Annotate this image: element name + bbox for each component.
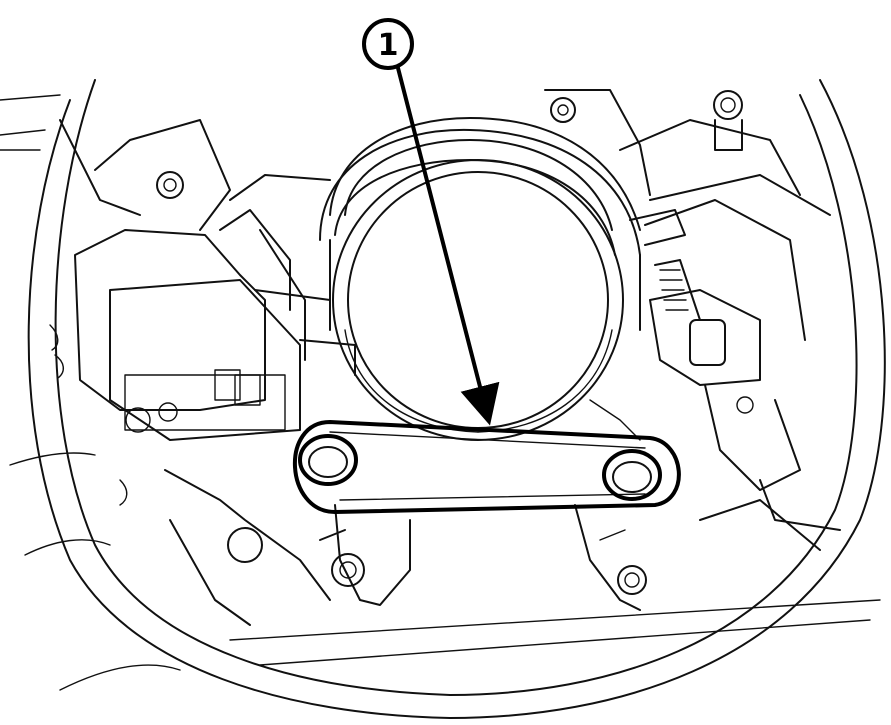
right-valve-assembly [544,89,841,551]
callout-circle [362,18,414,70]
left-valve-body [49,119,356,626]
callout-1: 1 [362,18,500,426]
lower-bracket [319,399,647,611]
callout-leader-arrow [396,66,500,426]
callout-label: 1 [378,28,399,63]
housing-outline [0,79,886,719]
link-plate [293,420,681,514]
